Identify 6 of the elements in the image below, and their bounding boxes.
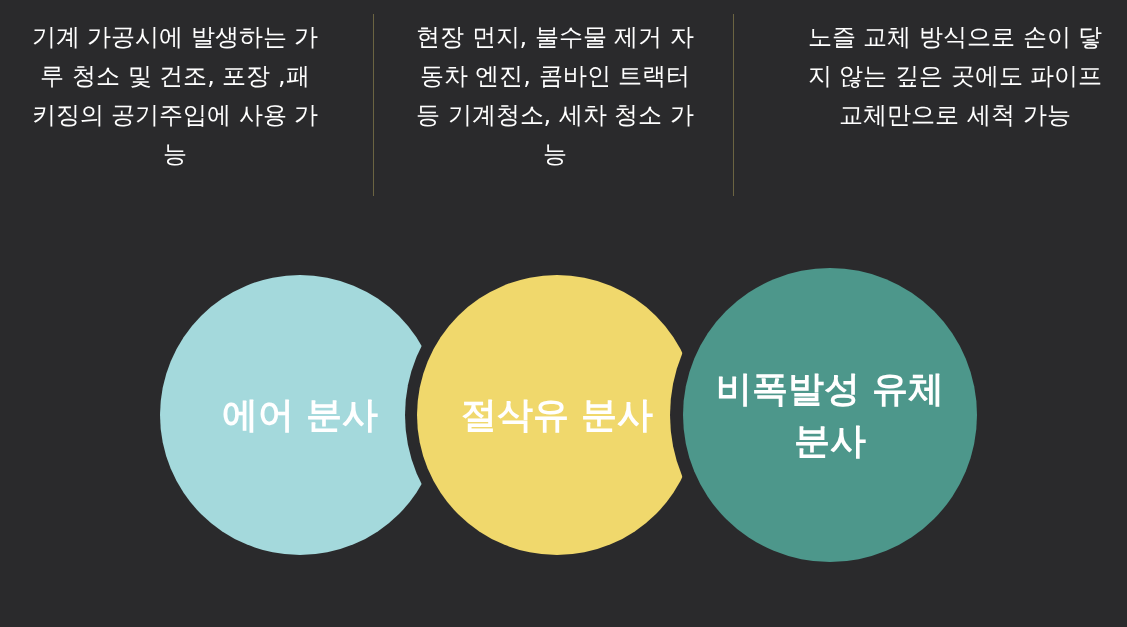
description-text: 노즐 교체 방식으로 손이 닿지 않는 깊은 곳에도 파이프 교체만으로 세척 가능	[806, 22, 1104, 131]
circle-label: 절삭유 분사	[459, 393, 655, 437]
circle-label: 비폭발성 유체 분사	[714, 367, 946, 463]
description-text: 현장 먼지, 불수물 제거 자동차 엔진, 콤바인 트랙터 등 기계청소, 세차 청소 가능	[414, 22, 696, 170]
circle-label: 에어 분사	[220, 393, 380, 437]
description-text: 기계 가공시에 발생하는 가루 청소 및 건조, 포장 ,패키징의 공기주입에 사용 가능	[30, 22, 320, 170]
